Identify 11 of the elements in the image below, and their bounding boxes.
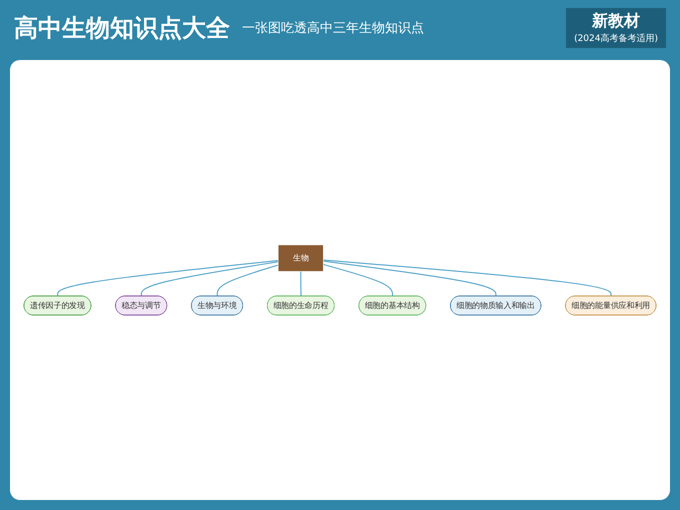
badge-note: (2024高考备考适用) [574, 32, 658, 45]
badge-text: 新教材 [590, 11, 642, 32]
connector [140, 261, 279, 297]
connector [322, 260, 612, 297]
connector [57, 260, 279, 297]
connector [322, 260, 496, 297]
subtitle: 一张图吃透高中三年生物知识点 [242, 20, 424, 37]
connector [300, 270, 302, 297]
connector [322, 264, 394, 297]
connector [216, 264, 279, 297]
poster-title: 高中生物知识点大全 [14, 13, 230, 44]
